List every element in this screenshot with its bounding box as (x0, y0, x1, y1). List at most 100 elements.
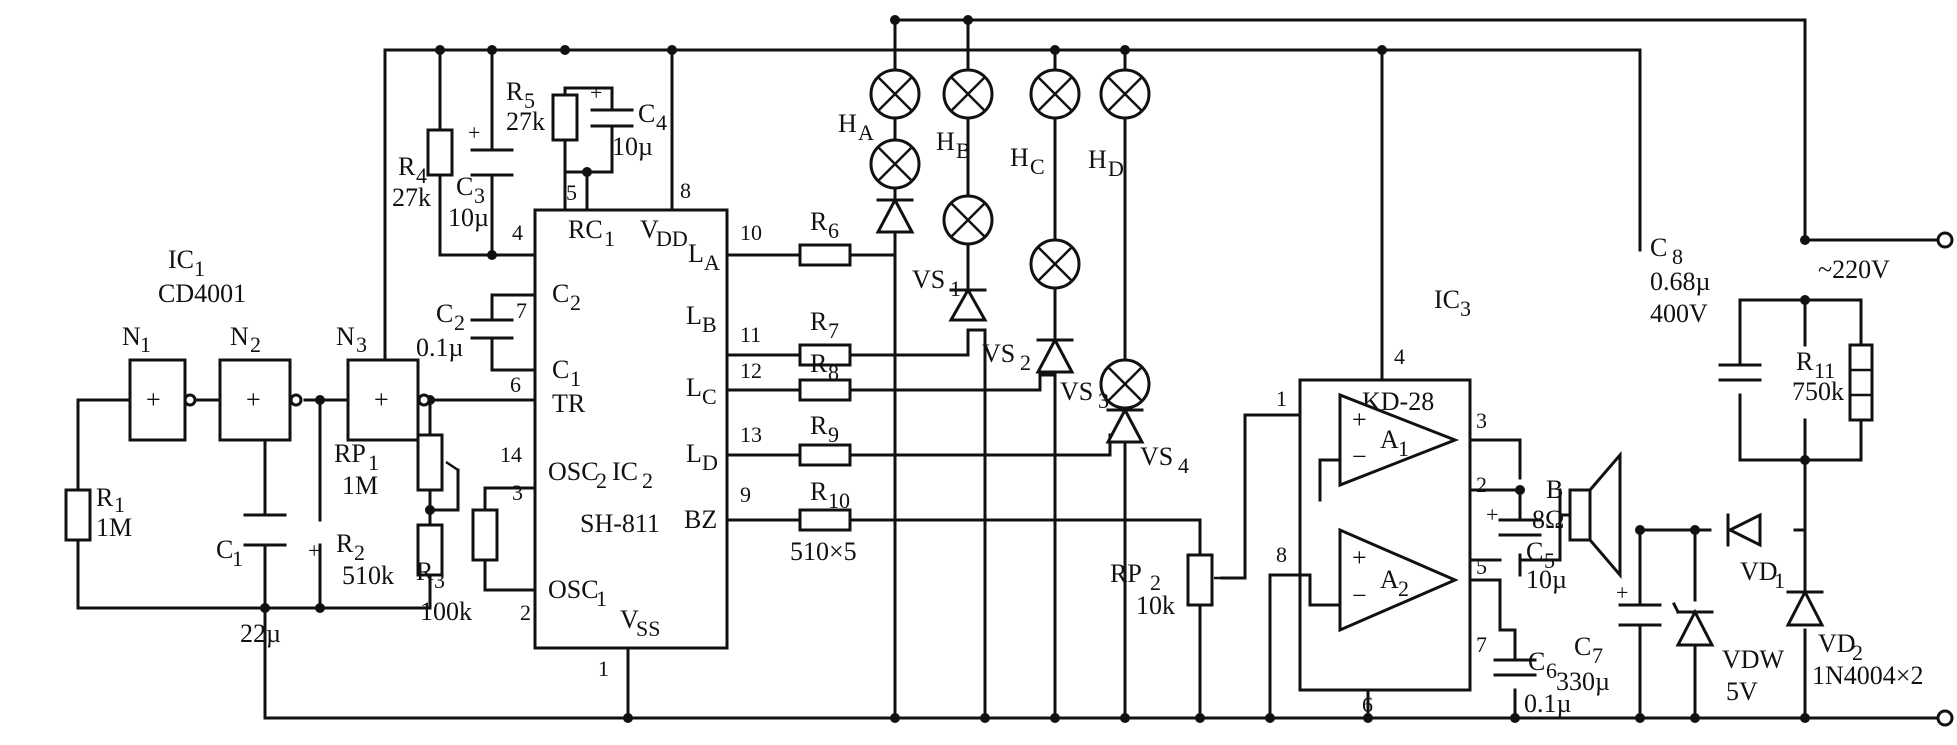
svg-text:10: 10 (828, 488, 850, 513)
resistor-r10: R 10 510×5 (790, 477, 857, 566)
svg-text:10k: 10k (1136, 591, 1175, 620)
svg-text:1: 1 (596, 586, 607, 611)
speaker-b: B 8Ω (1532, 450, 1622, 580)
svg-text:8Ω: 8Ω (1532, 505, 1564, 534)
svg-text:2: 2 (454, 310, 465, 335)
svg-text:1: 1 (1276, 386, 1287, 411)
gate-n3: + N 3 (336, 322, 431, 442)
svg-text:6: 6 (828, 218, 839, 243)
svg-text:5: 5 (524, 88, 535, 113)
svg-text:4: 4 (512, 220, 523, 245)
svg-text:1: 1 (140, 332, 151, 357)
svg-text:C: C (1526, 537, 1543, 566)
capacitor-c2: C 2 0.1µ (416, 299, 514, 362)
svg-text:C: C (1030, 154, 1045, 179)
ic3-kd28: KD-28 IC 3 + − A 1 + − A 2 1 3 2 4 5 6 7… (1276, 285, 1487, 717)
svg-text:0.68µ: 0.68µ (1650, 267, 1711, 296)
svg-text:8: 8 (828, 360, 839, 385)
svg-text:5: 5 (1544, 548, 1555, 573)
svg-text:5: 5 (566, 180, 577, 205)
svg-text:+: + (1352, 543, 1367, 572)
svg-text:IC: IC (168, 245, 194, 274)
svg-text:1M: 1M (342, 471, 378, 500)
svg-text:V: V (620, 605, 639, 634)
svg-text:4: 4 (656, 110, 667, 135)
svg-text:V: V (640, 215, 659, 244)
mains-terminal-top (1936, 231, 1954, 249)
svg-text:11: 11 (1814, 358, 1835, 383)
svg-text:L: L (686, 301, 702, 330)
svg-text:2: 2 (520, 600, 531, 625)
svg-text:N: N (336, 322, 355, 351)
svg-text:3: 3 (474, 183, 485, 208)
capacitor-c6: C 6 0.1µ (1493, 647, 1572, 718)
svg-text:6: 6 (1362, 692, 1373, 717)
capacitor-c7: + C 7 330µ (1556, 580, 1662, 696)
svg-text:C: C (552, 279, 569, 308)
svg-text:27k: 27k (392, 183, 431, 212)
svg-text:5V: 5V (1726, 677, 1758, 706)
resistor-r7: R 7 (798, 307, 852, 367)
svg-text:SS: SS (636, 616, 660, 641)
svg-text:R: R (398, 152, 416, 181)
svg-text:1: 1 (570, 366, 581, 391)
svg-text:10µ: 10µ (612, 132, 653, 161)
svg-text:R: R (336, 529, 354, 558)
svg-text:330µ: 330µ (1556, 667, 1610, 696)
svg-text:A: A (1380, 565, 1399, 594)
resistor-r5: R 5 27k (506, 77, 579, 142)
svg-text:1: 1 (1774, 568, 1785, 593)
svg-text:750k: 750k (1792, 377, 1844, 406)
lamp-ha: H A (838, 68, 921, 190)
svg-text:9: 9 (740, 482, 751, 507)
svg-text:RP: RP (334, 439, 366, 468)
svg-text:VS: VS (1140, 442, 1173, 471)
gate-n1: + N 1 (122, 322, 197, 442)
svg-text:C: C (552, 355, 569, 384)
svg-text:A: A (1380, 425, 1399, 454)
svg-text:R: R (810, 207, 828, 236)
svg-text:R: R (810, 477, 828, 506)
svg-text:+: + (468, 120, 480, 145)
svg-text:H: H (1088, 145, 1107, 174)
svg-text:8: 8 (1276, 542, 1287, 567)
ic2-sh811: RC 1 5 V DD 8 4 C 2 7 C 1 TR 6 OSC 2 14 … (500, 178, 762, 681)
svg-text:IC: IC (1434, 285, 1460, 314)
svg-text:A: A (858, 120, 874, 145)
svg-text:1M: 1M (96, 513, 132, 542)
svg-text:1: 1 (232, 546, 243, 571)
svg-text:1: 1 (1398, 436, 1409, 461)
svg-text:0.1µ: 0.1µ (416, 333, 464, 362)
svg-text:C: C (436, 299, 453, 328)
svg-text:14: 14 (500, 442, 522, 467)
svg-text:22µ: 22µ (240, 619, 281, 648)
svg-text:C: C (216, 535, 233, 564)
svg-text:VD: VD (1818, 629, 1856, 658)
svg-text:9: 9 (828, 422, 839, 447)
svg-text:27k: 27k (506, 107, 545, 136)
svg-text:+: + (246, 385, 261, 414)
svg-text:8: 8 (1672, 244, 1683, 269)
gate-n2: + N 2 (218, 322, 303, 442)
thyristor-vs2: VS 2 (948, 286, 1031, 375)
svg-text:3: 3 (1098, 388, 1109, 413)
svg-text:H: H (936, 127, 955, 156)
svg-text:L: L (688, 239, 704, 268)
svg-text:RP: RP (1110, 559, 1142, 588)
diode-vd1: VD 1 (1726, 512, 1785, 593)
svg-text:7: 7 (516, 298, 527, 323)
svg-text:R: R (506, 77, 524, 106)
svg-text:C: C (1528, 647, 1545, 676)
svg-text:RC: RC (568, 215, 603, 244)
svg-text:R: R (810, 307, 828, 336)
svg-text:1N4004×2: 1N4004×2 (1812, 661, 1923, 690)
svg-text:1: 1 (114, 492, 125, 517)
svg-text:10µ: 10µ (1526, 565, 1567, 594)
svg-text:VD: VD (1740, 557, 1778, 586)
lamp-hb: H B (936, 68, 994, 246)
svg-text:3: 3 (1460, 296, 1471, 321)
svg-text:7: 7 (1476, 632, 1487, 657)
svg-text:IC: IC (612, 457, 638, 486)
svg-text:C: C (638, 99, 655, 128)
svg-text:D: D (702, 450, 718, 475)
